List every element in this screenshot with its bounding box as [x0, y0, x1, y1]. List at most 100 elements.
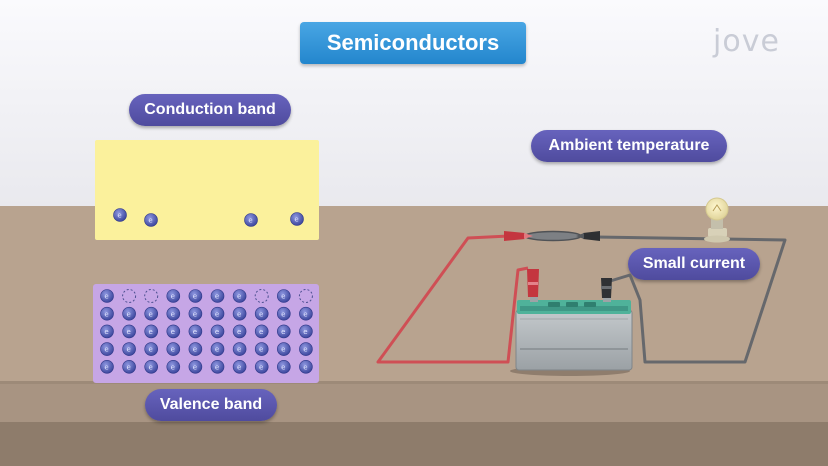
svg-text:e: e	[104, 293, 108, 301]
svg-text:e: e	[126, 363, 130, 371]
valence-electron: e	[188, 306, 203, 321]
svg-text:e: e	[215, 293, 219, 301]
light-bulb	[704, 197, 730, 243]
electron-hole	[144, 289, 159, 303]
electron-hole	[298, 289, 313, 303]
valence-electron: e	[232, 359, 247, 374]
svg-text:e: e	[149, 363, 153, 371]
red-clip-jaw	[524, 233, 533, 239]
svg-text:e: e	[281, 328, 285, 336]
table-shadow	[0, 422, 828, 466]
svg-text:e: e	[237, 293, 241, 301]
svg-text:e: e	[104, 310, 108, 318]
valence-electron: e	[166, 289, 181, 303]
valence-electron: e	[210, 324, 225, 339]
valence-electron: e	[100, 306, 114, 321]
valence-electron: e	[276, 342, 291, 356]
svg-text:e: e	[171, 346, 175, 354]
valence-electron: e	[276, 306, 291, 321]
valence-electron: e	[188, 359, 203, 374]
valence-electron: e	[276, 324, 291, 339]
valence-electron: e	[100, 324, 114, 339]
svg-text:e: e	[117, 212, 121, 220]
svg-text:e: e	[193, 346, 197, 354]
svg-text:e: e	[237, 363, 241, 371]
black-clip-jaw	[576, 233, 584, 239]
svg-text:e: e	[303, 310, 307, 318]
svg-text:e: e	[149, 310, 153, 318]
black-clip-top	[583, 231, 600, 241]
svg-text:e: e	[248, 217, 252, 225]
svg-text:e: e	[281, 293, 285, 301]
valence-electron: e	[299, 324, 313, 339]
valence-electron: e	[254, 324, 269, 339]
conduction-electron: e	[244, 213, 258, 227]
valence-electron: e	[299, 359, 313, 374]
svg-text:e: e	[148, 217, 152, 225]
svg-text:e: e	[237, 310, 241, 318]
svg-text:e: e	[215, 363, 219, 371]
svg-text:e: e	[193, 328, 197, 336]
valence-electron: e	[276, 359, 291, 374]
valence-electron: e	[232, 289, 247, 303]
valence-electron: e	[122, 324, 136, 339]
conduction-electron: e	[113, 208, 127, 222]
svg-text:e: e	[104, 346, 108, 354]
page-title: Semiconductors	[300, 22, 526, 64]
conduction-electron: e	[144, 213, 158, 227]
valence-electron: e	[254, 342, 269, 356]
valence-electron: e	[166, 359, 181, 374]
valence-electron: e	[188, 324, 203, 339]
battery	[515, 300, 633, 371]
valence-electron: e	[276, 289, 291, 303]
svg-text:e: e	[303, 363, 307, 371]
valence-electron: e	[210, 289, 225, 303]
electron-hole	[122, 289, 137, 303]
svg-text:e: e	[126, 346, 130, 354]
valence-electron: e	[188, 342, 203, 356]
svg-text:e: e	[149, 328, 153, 336]
svg-text:e: e	[303, 328, 307, 336]
svg-text:e: e	[281, 363, 285, 371]
valence-electron: e	[210, 306, 225, 321]
valence-electron: e	[122, 342, 136, 356]
valence-electron: e	[188, 289, 203, 303]
label-valence-band: Valence band	[145, 389, 277, 421]
svg-text:e: e	[104, 363, 108, 371]
svg-text:e: e	[259, 363, 263, 371]
svg-text:e: e	[259, 346, 263, 354]
svg-text:e: e	[126, 310, 130, 318]
svg-text:e: e	[171, 328, 175, 336]
valence-electron: e	[144, 342, 158, 356]
valence-electron: e	[144, 359, 158, 374]
valence-electron: e	[144, 324, 158, 339]
svg-text:e: e	[237, 346, 241, 354]
svg-text:e: e	[281, 310, 285, 318]
valence-electron: e	[299, 306, 313, 321]
svg-text:e: e	[215, 328, 219, 336]
label-small-current: Small current	[628, 248, 760, 280]
electron-hole	[254, 289, 269, 303]
valence-electron: e	[166, 306, 181, 321]
svg-text:e: e	[193, 293, 197, 301]
valence-electron: e	[100, 289, 114, 303]
table-front	[0, 384, 828, 422]
svg-text:e: e	[259, 328, 263, 336]
svg-text:e: e	[215, 346, 219, 354]
svg-text:e: e	[215, 310, 219, 318]
svg-text:e: e	[171, 310, 175, 318]
valence-electron: e	[122, 306, 136, 321]
valence-electron: e	[232, 306, 247, 321]
valence-electron: e	[232, 324, 247, 339]
valence-electron: e	[210, 359, 225, 374]
svg-text:e: e	[281, 346, 285, 354]
wire-gray-right	[595, 235, 787, 364]
valence-electron: e	[166, 324, 181, 339]
svg-text:e: e	[193, 310, 197, 318]
svg-text:e: e	[104, 328, 108, 336]
jove-logo: jove	[713, 24, 780, 59]
valence-electron: e	[100, 359, 114, 374]
